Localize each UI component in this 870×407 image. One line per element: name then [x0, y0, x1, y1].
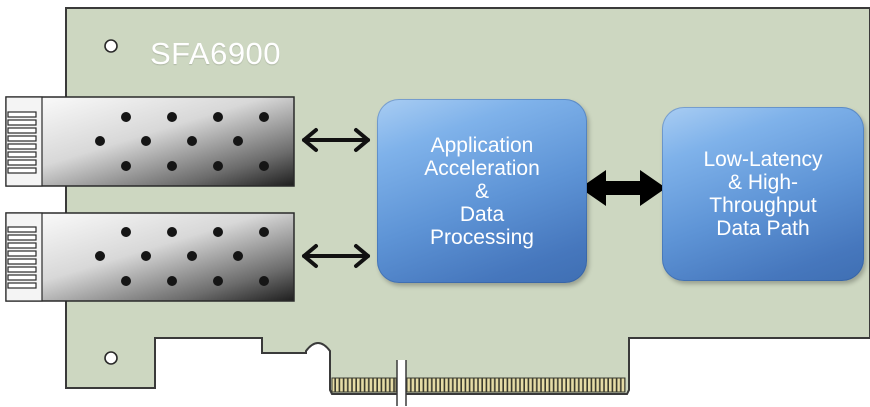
sfp-port-2-vent-dots: [95, 227, 269, 286]
block-line: Throughput: [709, 194, 817, 217]
block-line: &: [474, 179, 489, 203]
arrow-processing-to-datapath-icon: [580, 170, 666, 206]
mounting-hole-top: [104, 39, 118, 53]
sfp-port-1: [5, 96, 295, 187]
mounting-hole-bottom: [104, 351, 118, 365]
block-line: Processing: [430, 225, 534, 249]
block-line: Low-Latency: [703, 148, 823, 171]
sfp-port-2: [5, 212, 295, 302]
sfp-port-1-latch-icon: [7, 111, 37, 174]
data-path-block: Low-Latency & High- Throughput Data Path: [662, 107, 864, 281]
block-line: Data: [459, 202, 505, 226]
block-line: & High-: [727, 171, 799, 194]
block-line: Data Path: [716, 217, 810, 240]
arrow-port-2-to-processing-icon: [302, 244, 370, 268]
board-model-label: SFA6900: [150, 36, 282, 71]
sfp-port-1-vent-dots: [95, 112, 269, 171]
sfp-port-2-latch-icon: [7, 226, 37, 289]
block-line: Application: [430, 133, 534, 157]
pcie-edge-connector: [331, 360, 626, 406]
block-line: Acceleration: [424, 156, 540, 180]
application-processing-block: Application Acceleration & Data Processi…: [377, 99, 587, 283]
arrow-port-1-to-processing-icon: [302, 128, 370, 152]
